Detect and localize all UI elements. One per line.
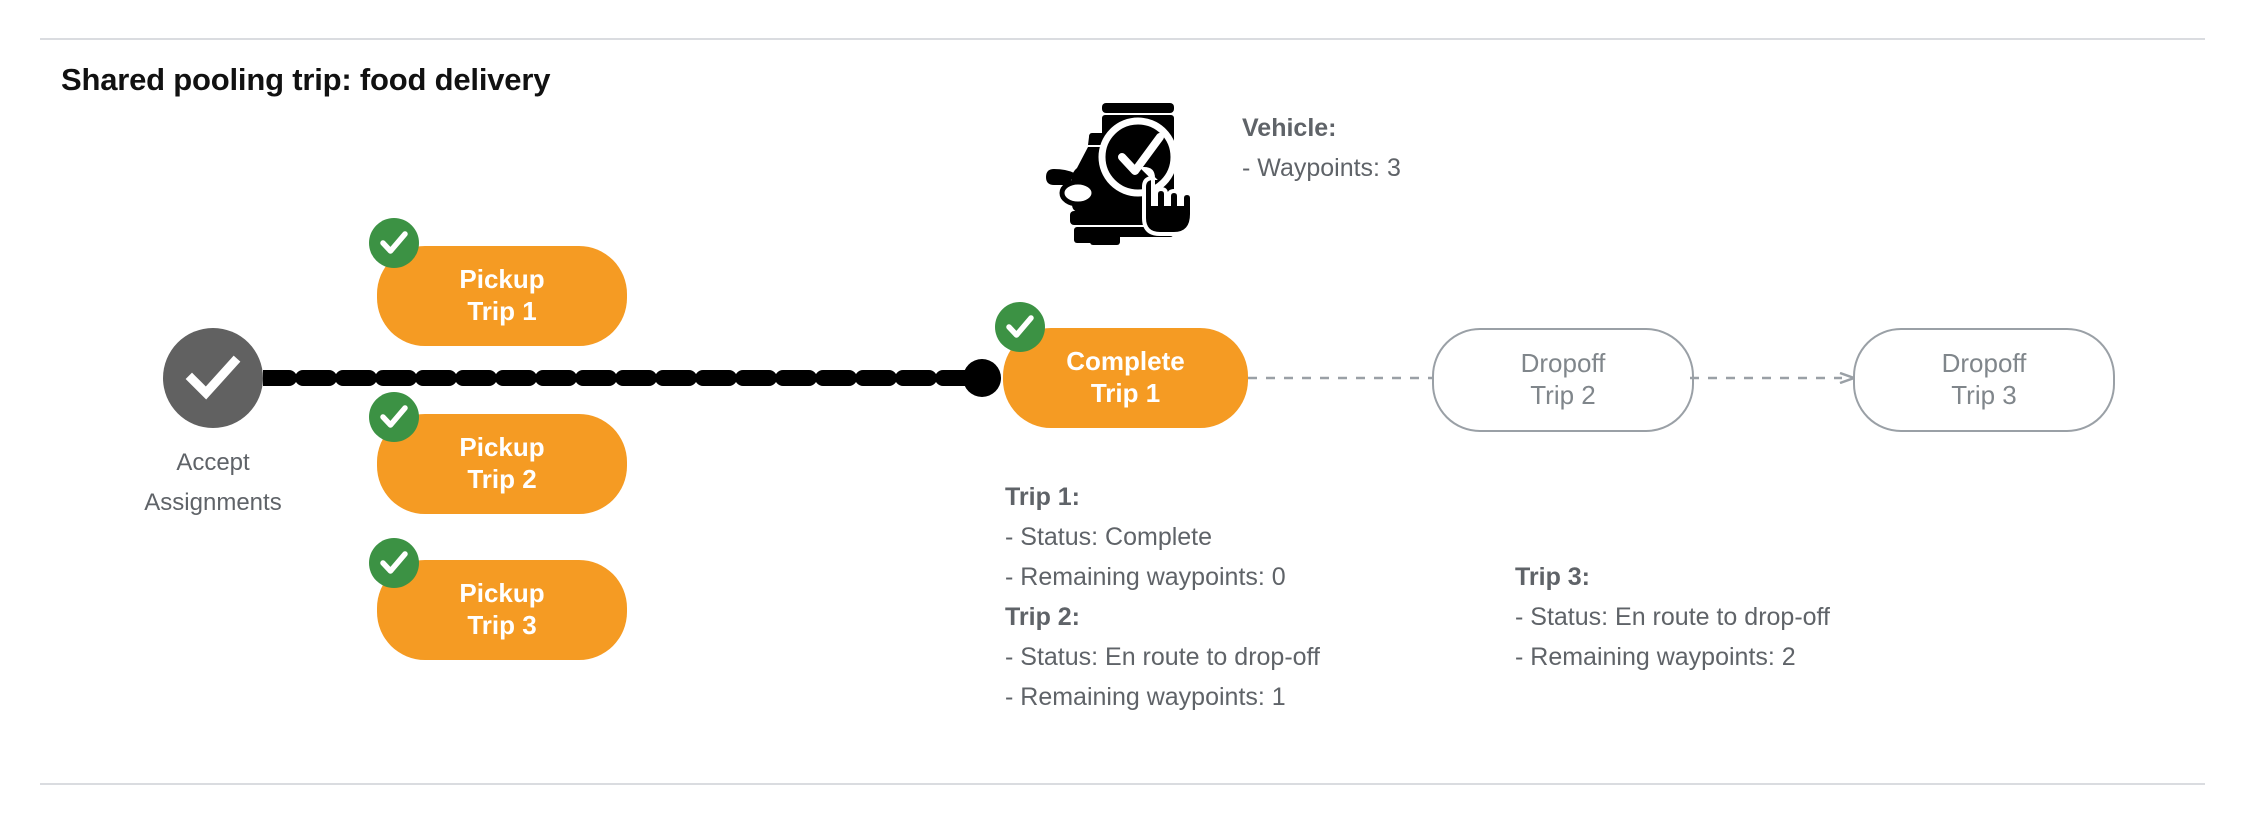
dropoff-3-line1: Dropoff: [1941, 348, 2027, 379]
accept-label-line1: Accept: [176, 449, 250, 476]
arrowhead-icon: [1839, 372, 1858, 384]
top-divider: [40, 38, 2205, 40]
check-icon: [185, 355, 241, 400]
dropoff-2-line2: Trip 2: [1530, 380, 1596, 410]
check-icon: [380, 231, 408, 254]
complete-1-check-badge: [995, 302, 1045, 352]
accept-label-line2: Assignments: [144, 489, 282, 516]
complete-1-line1: Complete: [1066, 346, 1185, 377]
node-dropoff-trip-2[interactable]: Dropoff Trip 2: [1432, 328, 1694, 432]
vehicle-waypoints: - Waypoints: 3: [1242, 154, 1401, 182]
trip-1-heading: Trip 1:: [1005, 483, 1081, 511]
trip-3-status: - Status: En route to drop-off: [1515, 603, 1830, 631]
pickup-1-check-badge: [369, 218, 419, 268]
node-pickup-trip-2[interactable]: Pickup Trip 2: [377, 414, 627, 514]
pickup-2-check-badge: [369, 392, 419, 442]
pickup-1-line2: Trip 1: [467, 296, 537, 326]
dropoff-2-line1: Dropoff: [1520, 348, 1606, 379]
trip-1-status: - Status: Complete: [1005, 523, 1213, 551]
check-icon: [1006, 315, 1034, 338]
trip-info-right: Trip 3: - Status: En route to drop-off -…: [1515, 557, 1830, 677]
trip-3-heading: Trip 3:: [1515, 563, 1591, 591]
bottom-divider: [40, 783, 2205, 785]
vehicle-heading: Vehicle:: [1242, 114, 1337, 142]
dropoff-3-line2: Trip 3: [1951, 380, 2017, 410]
node-pickup-trip-3[interactable]: Pickup Trip 3: [377, 560, 627, 660]
trip-2-status: - Status: En route to drop-off: [1005, 643, 1320, 671]
trip-info-left: Trip 1: - Status: Complete - Remaining w…: [1005, 477, 1320, 717]
pickup-3-line2: Trip 3: [467, 610, 537, 640]
vehicle-info: Vehicle: - Waypoints: 3: [1242, 108, 1401, 188]
dropoff2-to-dropoff3-connector: [1690, 372, 1858, 384]
accept-circle: [163, 328, 263, 428]
pickup-3-check-badge: [369, 538, 419, 588]
accept-to-complete-connector: [263, 370, 993, 386]
complete-1-line2: Trip 1: [1090, 378, 1161, 408]
connector-end-dot: [963, 359, 1001, 397]
pickup-2-line1: Pickup: [459, 432, 545, 463]
pickup-1-line1: Pickup: [459, 264, 545, 295]
page-title: Shared pooling trip: food delivery: [61, 62, 551, 97]
node-accept-assignments[interactable]: [163, 328, 263, 428]
node-dropoff-trip-3[interactable]: Dropoff Trip 3: [1853, 328, 2115, 432]
node-pickup-trip-1[interactable]: Pickup Trip 1: [377, 246, 627, 346]
accept-assignments-label: Accept Assignments: [83, 443, 343, 523]
car-phone-check-icon: [1046, 103, 1190, 245]
trip-1-waypoints: - Remaining waypoints: 0: [1005, 563, 1286, 591]
trip-2-waypoints: - Remaining waypoints: 1: [1005, 683, 1286, 711]
node-complete-trip-1[interactable]: Complete Trip 1: [1003, 328, 1248, 428]
trip-2-heading: Trip 2:: [1005, 603, 1081, 631]
trip-3-waypoints: - Remaining waypoints: 2: [1515, 643, 1796, 671]
check-icon: [380, 405, 408, 428]
complete-to-dropoff2-connector: [1248, 376, 1436, 380]
pickup-3-line1: Pickup: [459, 578, 545, 609]
check-icon: [380, 551, 408, 574]
pickup-2-line2: Trip 2: [467, 464, 537, 494]
